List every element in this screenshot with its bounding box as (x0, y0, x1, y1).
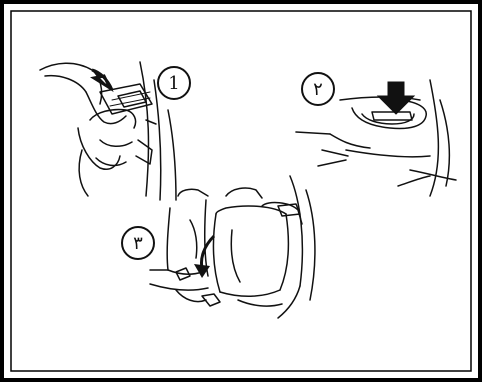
step3-arrow (202, 236, 215, 268)
step1-arrow (92, 70, 112, 90)
step-number-3: ٣ (121, 226, 155, 260)
step-number-2: ٢ (301, 72, 335, 106)
step-number-1: 1 (157, 66, 191, 100)
step3-seat-illustration (150, 176, 315, 318)
step2-arrow (378, 82, 414, 114)
